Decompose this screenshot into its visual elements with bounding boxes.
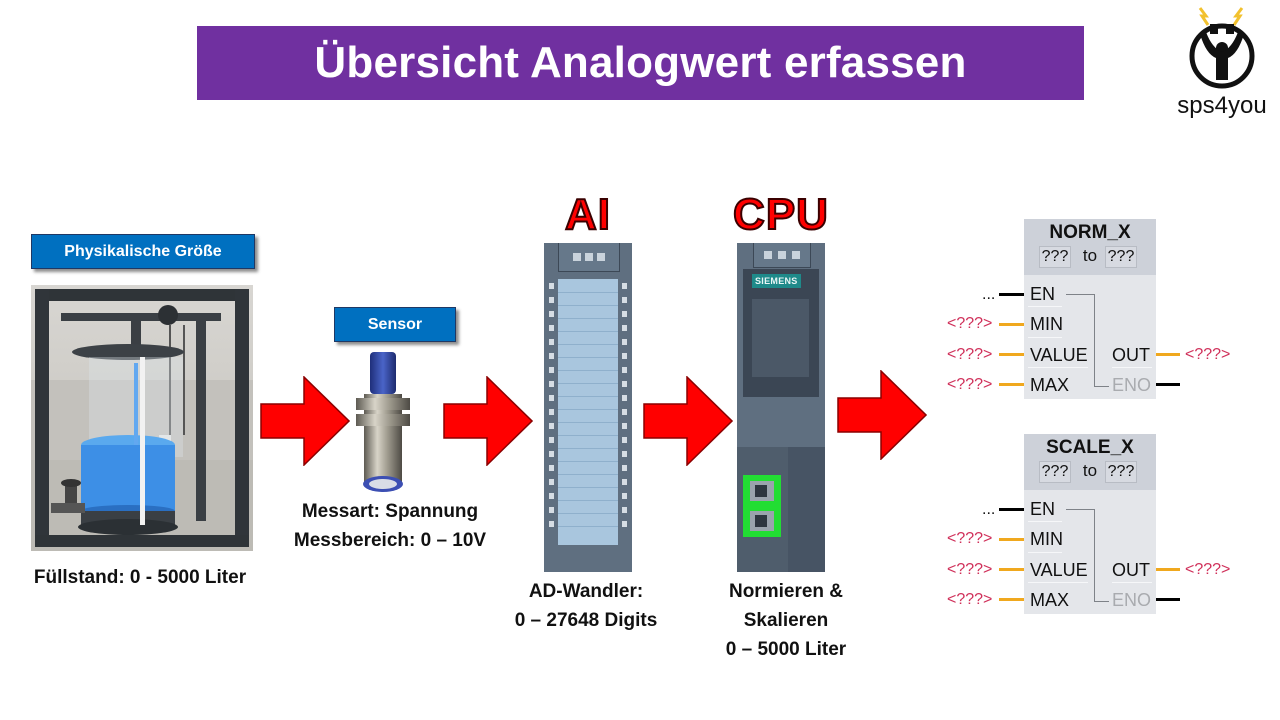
value-param[interactable]: <???> [947,561,993,578]
ethernet-port-icon [750,481,774,501]
sps4you-logo: sps4you [1170,4,1274,124]
arrow-right-icon [837,370,927,460]
arrow-right-icon [643,376,733,466]
en-input-placeholder[interactable]: ... [982,501,996,518]
pin-value: VALUE [1030,345,1088,365]
cpu-display-screen [752,299,809,377]
min-param[interactable]: <???> [947,530,993,547]
ethernet-port-icon [750,511,774,531]
value-wire [999,353,1024,356]
pin-max: MAX [1030,375,1070,395]
type-to-select[interactable]: ??? [1105,461,1137,483]
pin-eno: ENO [1112,590,1152,610]
min-wire [999,538,1024,541]
siemens-brand: SIEMENS [752,274,801,288]
ad-converter-range: 0 – 27648 Digits [514,610,658,631]
scale-x-block[interactable]: SCALE_X ??? to ??? EN MIN VALUE MAX OUT … [1024,434,1156,614]
pin-en: EN [1030,284,1056,304]
arrow-right-icon [260,376,350,466]
title-banner: Übersicht Analogwert erfassen [197,26,1084,100]
type-from-select[interactable]: ??? [1039,246,1071,268]
sensor-label-text: Sensor [367,315,423,333]
block-name: SCALE_X [1046,437,1134,458]
type-to-label: to [1082,461,1098,480]
max-param[interactable]: <???> [947,591,993,608]
ad-converter-caption: AD-Wandler: 0 – 27648 Digits [486,577,686,635]
eno-wire [1156,598,1180,601]
pin-en: EN [1030,499,1056,519]
out-wire [1156,568,1180,571]
ad-converter-label: AD-Wandler: [528,581,644,602]
ethernet-ports [743,475,781,537]
type-to-label: to [1082,246,1098,265]
type-from-select[interactable]: ??? [1039,461,1071,483]
normalize-label: Normieren & [728,581,844,602]
pin-min: MIN [1030,529,1063,549]
eno-wire [1156,383,1180,386]
max-param[interactable]: <???> [947,376,993,393]
value-wire [999,568,1024,571]
en-wire [999,508,1024,511]
measurement-type: Messart: Spannung [301,501,479,522]
arrow-right-icon [443,376,533,466]
norm-x-block[interactable]: NORM_X ??? to ??? EN MIN VALUE MAX OUT E… [1024,219,1156,399]
person-with-plug-icon [1189,7,1255,89]
ultrasonic-sensor-image [356,352,410,492]
out-param[interactable]: <???> [1185,561,1231,578]
scale-label: Skalieren [743,610,829,631]
pin-value: VALUE [1030,560,1088,580]
max-wire [999,383,1024,386]
min-param[interactable]: <???> [947,315,993,332]
pin-min: MIN [1030,314,1063,334]
logo-text: sps4you [1177,92,1267,119]
min-wire [999,323,1024,326]
sensor-caption: Messart: Spannung Messbereich: 0 – 10V [270,497,510,555]
value-param[interactable]: <???> [947,346,993,363]
plc-cpu-module-image: SIEMENS [737,243,825,572]
fill-level-caption: Füllstand: 0 - 5000 Liter [33,567,247,588]
en-input-placeholder[interactable]: ... [982,286,996,303]
pin-out: OUT [1112,345,1150,365]
ai-header: AI [564,189,611,240]
analog-input-module-image [544,243,632,572]
out-wire [1156,353,1180,356]
pin-max: MAX [1030,590,1070,610]
tank-image [31,285,253,551]
physical-quantity-label: Physikalische Größe [31,234,255,269]
en-wire [999,293,1024,296]
block-name: NORM_X [1049,222,1131,243]
cpu-header: CPU [732,189,829,240]
sensor-label: Sensor [334,307,456,342]
pin-out: OUT [1112,560,1150,580]
max-wire [999,598,1024,601]
page-title: Übersicht Analogwert erfassen [314,38,967,87]
physical-quantity-label-text: Physikalische Größe [64,242,222,260]
cpu-caption: Normieren & Skalieren 0 – 5000 Liter [686,577,886,664]
type-to-select[interactable]: ??? [1105,246,1137,268]
out-param[interactable]: <???> [1185,346,1231,363]
pin-eno: ENO [1112,375,1152,395]
measurement-range: Messbereich: 0 – 10V [293,530,487,551]
cpu-range: 0 – 5000 Liter [725,639,847,660]
